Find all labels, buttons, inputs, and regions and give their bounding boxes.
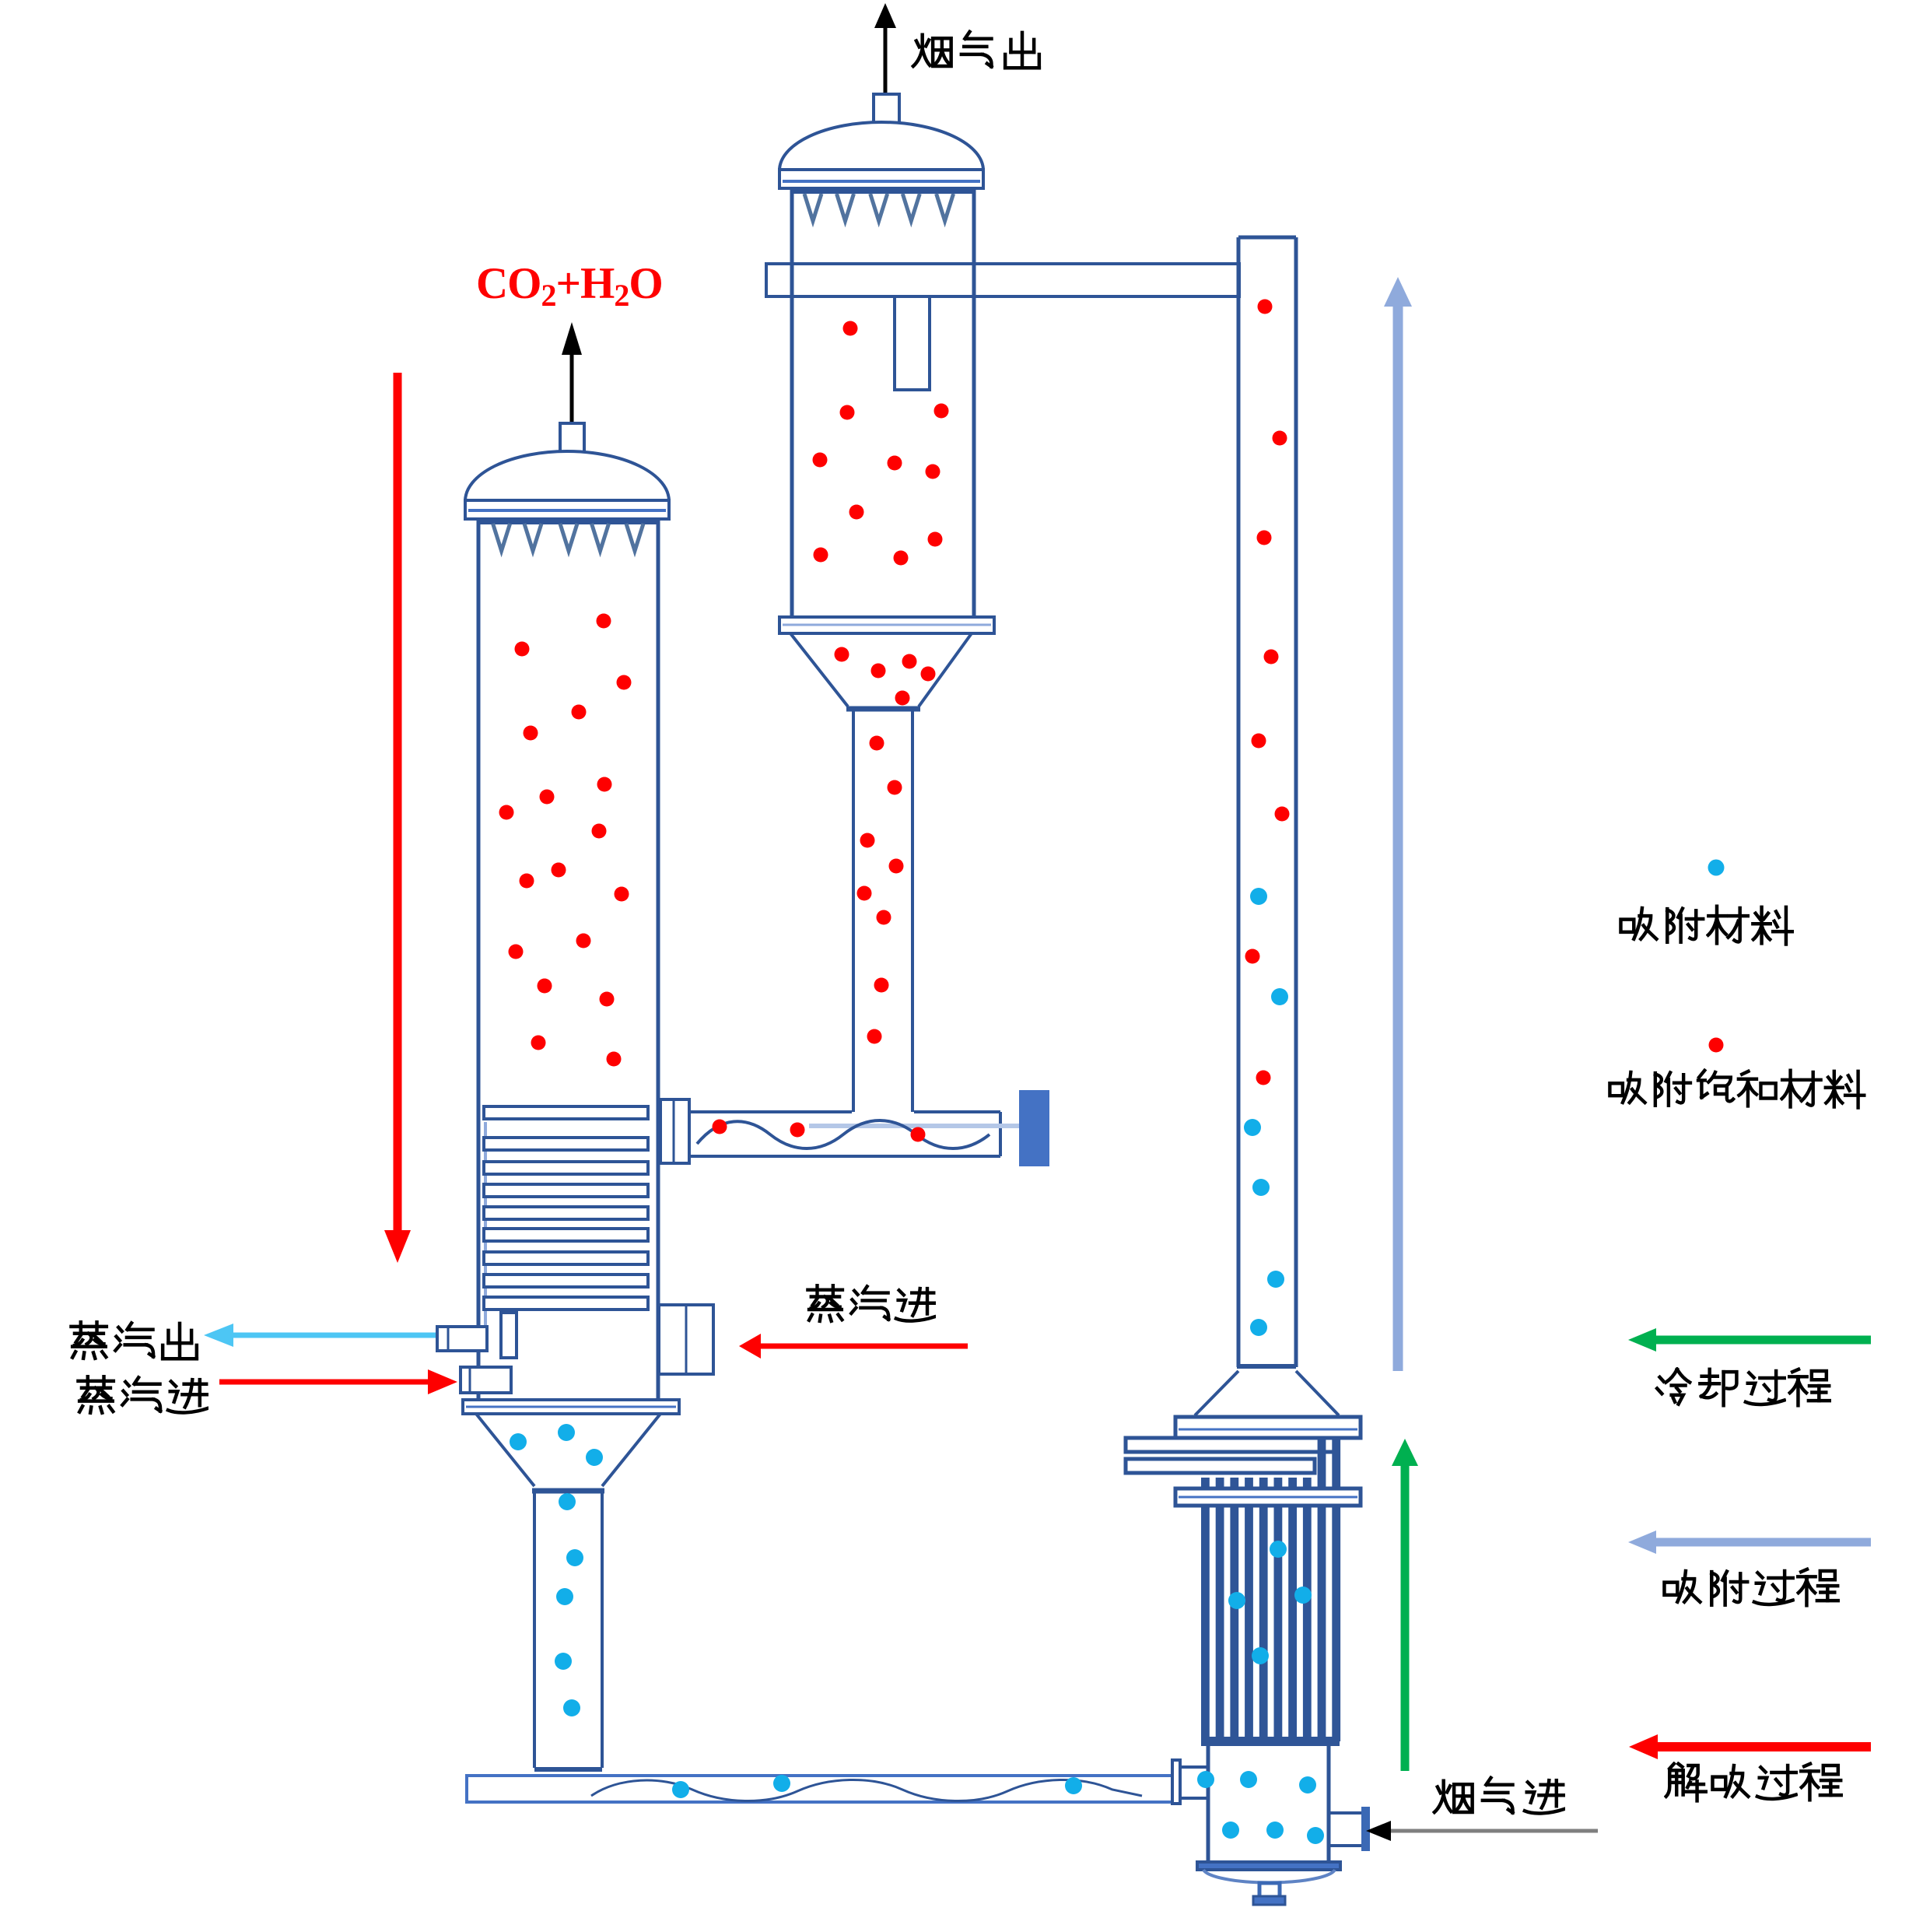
svg-text:CO2+H2O: CO2+H2O <box>476 259 663 313</box>
